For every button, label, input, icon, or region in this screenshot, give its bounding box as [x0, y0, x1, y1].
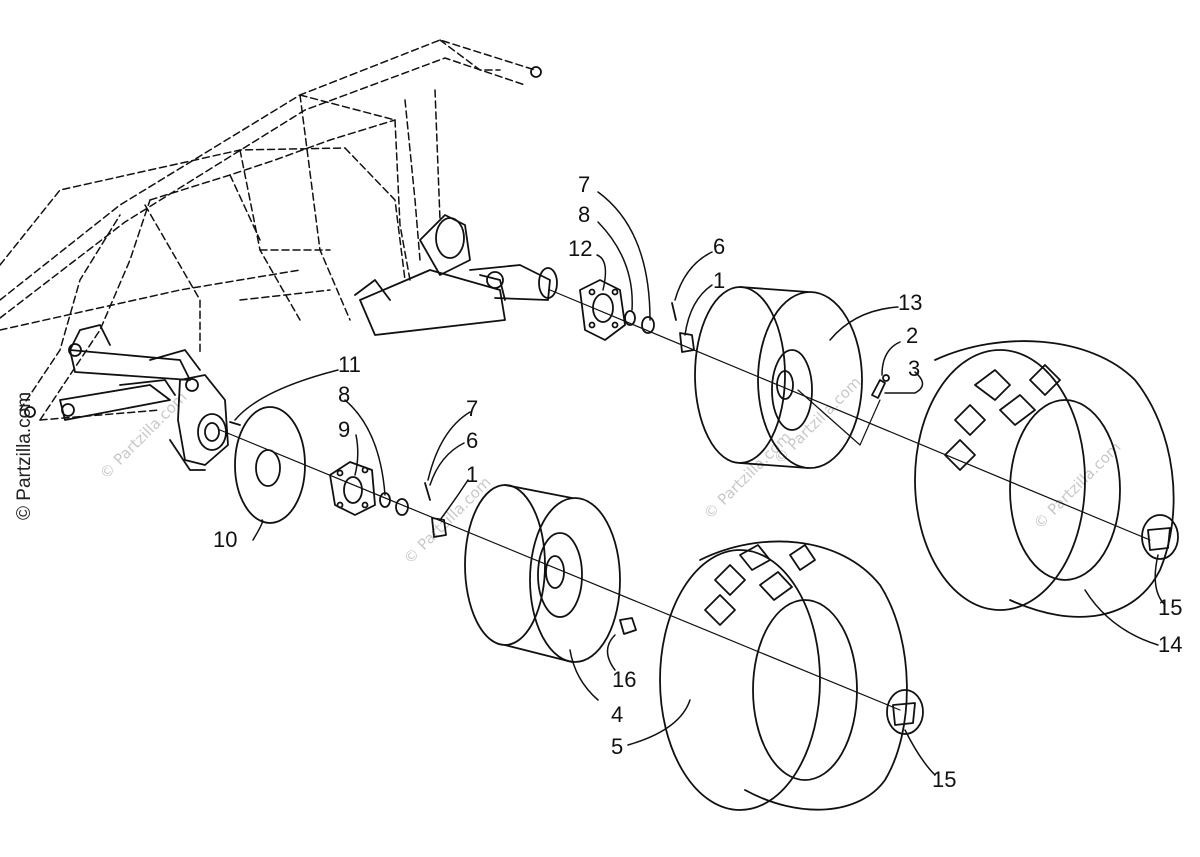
lower-hub-cap	[886, 689, 924, 735]
callout-7: 7	[578, 172, 590, 197]
callout-2: 2	[906, 323, 918, 348]
upper-tire	[914, 340, 1175, 618]
callout-16: 16	[612, 667, 636, 692]
rear-axle-housing	[354, 214, 558, 336]
leader-lines	[234, 191, 1166, 776]
callout-6: 6	[466, 428, 478, 453]
callout-15: 15	[1158, 595, 1182, 620]
callout-1: 1	[713, 268, 725, 293]
brake-disc	[234, 406, 306, 524]
callout-15: 15	[932, 767, 956, 792]
frame-end-cap	[530, 66, 542, 78]
upper-valve-stem	[871, 374, 890, 399]
lower-rim	[464, 484, 621, 663]
callout-9: 9	[338, 417, 350, 442]
side-watermark: © Partzilla.com	[14, 391, 35, 520]
frame-chassis	[0, 39, 536, 421]
callout-numbers: 7 8 12 6 1 13 2 3 11 8 9 10 7 6 1 16 4 5…	[213, 172, 1182, 792]
lower-tire	[659, 540, 908, 811]
lug-nut-16	[619, 617, 637, 635]
upper-hub-assembly	[579, 279, 695, 353]
upper-hub-cap	[1141, 514, 1179, 560]
upper-rim	[694, 286, 863, 469]
callout-8: 8	[338, 382, 350, 407]
callout-8: 8	[578, 202, 590, 227]
lower-hub	[329, 461, 447, 538]
assembly-axis-lines	[219, 289, 1151, 711]
callout-10: 10	[213, 527, 237, 552]
frame-end-cap	[24, 406, 36, 418]
bolt-11	[229, 421, 241, 426]
callout-12: 12	[568, 236, 592, 261]
callout-5: 5	[611, 734, 623, 759]
callout-13: 13	[898, 290, 922, 315]
callout-6: 6	[713, 234, 725, 259]
steering-knuckle	[169, 374, 229, 471]
callout-14: 14	[1158, 632, 1182, 657]
callout-7: 7	[466, 396, 478, 421]
callout-4: 4	[611, 702, 623, 727]
callout-3: 3	[908, 356, 920, 381]
callout-11: 11	[338, 352, 361, 377]
callout-1: 1	[466, 462, 478, 487]
